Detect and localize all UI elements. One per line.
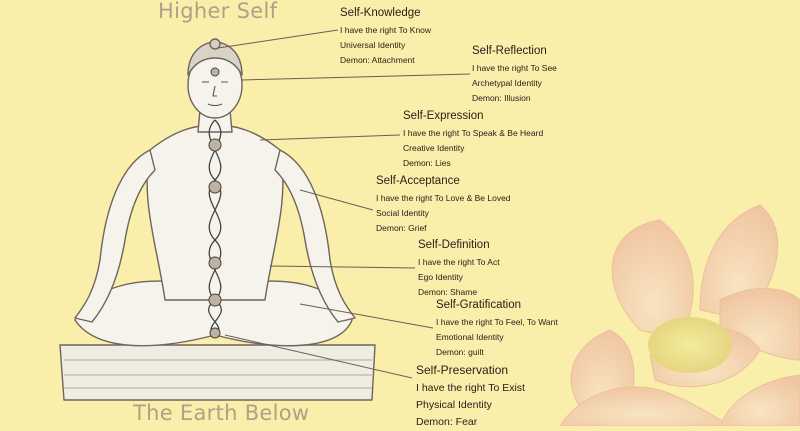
chakra-right: I have the right To Exist [416,380,525,397]
earth-below-title: The Earth Below [133,401,309,425]
chakra-identity: Universal Identity [340,38,431,53]
chakra-identity: Creative Identity [403,141,543,156]
chakra-name: Self-Reflection [472,44,557,58]
leader-line-self-preservation [225,335,412,378]
leader-line-self-reflection [242,74,470,80]
chakra-demon: Demon: Illusion [472,91,557,106]
chakra-identity: Ego Identity [418,270,500,285]
chakra-name: Self-Knowledge [340,6,431,20]
chakra-block-self-acceptance: Self-Acceptance I have the right To Love… [376,174,511,236]
chakra-name: Self-Expression [403,109,543,123]
chakra-right: I have the right To Feel, To Want [436,315,558,330]
chakra-name: Self-Gratification [436,298,558,312]
chakra-right: I have the right To Love & Be Loved [376,191,511,206]
chakra-identity: Archetypal Identity [472,76,557,91]
chakra-demon: Demon: Grief [376,221,511,236]
chakra-block-self-reflection: Self-Reflection I have the right To See … [472,44,557,106]
chakra-demon: Demon: Fear [416,414,525,431]
chakra-block-self-preservation: Self-Preservation I have the right To Ex… [416,363,525,431]
leader-line-self-definition [270,266,415,268]
chakra-block-self-gratification: Self-Gratification I have the right To F… [436,298,558,360]
chakra-right: I have the right To Know [340,23,431,38]
chakra-demon: Demon: Lies [403,156,543,171]
chakra-name: Self-Preservation [416,363,525,377]
chakra-right: I have the right To Act [418,255,500,270]
leader-line-self-knowledge [218,30,338,48]
leader-line-self-acceptance [300,190,373,210]
chakra-block-self-knowledge: Self-Knowledge I have the right To Know … [340,6,431,68]
chakra-right: I have the right To Speak & Be Heard [403,126,543,141]
leader-line-self-gratification [300,304,433,328]
chakra-identity: Emotional Identity [436,330,558,345]
higher-self-title: Higher Self [158,0,277,23]
chakra-identity: Physical Identity [416,397,525,414]
chakra-identity: Social Identity [376,206,511,221]
chakra-block-self-expression: Self-Expression I have the right To Spea… [403,109,543,171]
chakra-name: Self-Definition [418,238,500,252]
chakra-name: Self-Acceptance [376,174,511,188]
chakra-demon: Demon: Attachment [340,53,431,68]
leader-line-self-expression [260,135,400,140]
chakra-block-self-definition: Self-Definition I have the right To Act … [418,238,500,300]
chakra-demon: Demon: guilt [436,345,558,360]
chakra-right: I have the right To See [472,61,557,76]
